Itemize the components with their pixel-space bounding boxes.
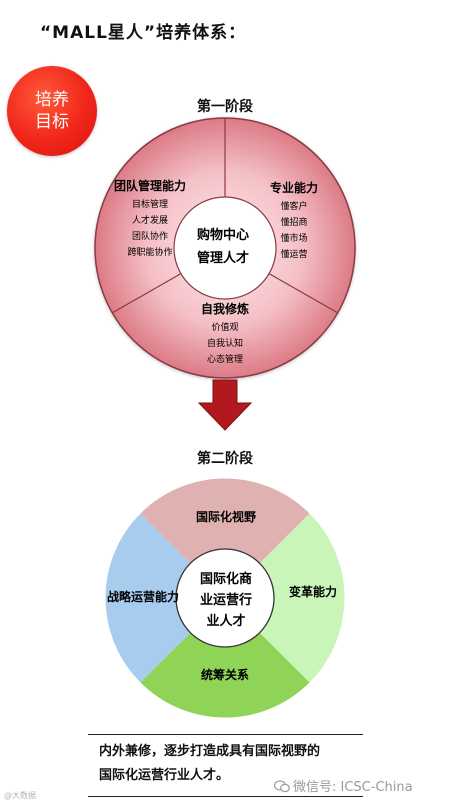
segment-team-item-4: 跨职能协作 [127,246,172,258]
stage-1-center-line-2: 管理人才 [197,250,249,266]
stage-1-wheel: 购物中心 管理人才 团队管理能力 目标管理 人才发展 团队协作 跨职能协作 专业… [94,117,356,379]
quadrant-label-change-ability: 变革能力 [289,584,337,599]
segment-team-item-1: 目标管理 [132,198,168,210]
stage-1-center-circle [173,196,277,300]
segment-professional-title: 专业能力 [270,180,318,195]
goal-badge: 培养 目标 [7,66,97,156]
quadrant-label-international-vision: 国际化视野 [196,509,256,524]
segment-team-item-3: 团队协作 [132,230,168,242]
quadrant-label-strategic-operation: 战略运营能力 [107,589,179,604]
segment-self-item-3: 心态管理 [207,353,243,365]
wechat-watermark: 微信号: ICSC-China [273,776,444,795]
stage-2-label: 第二阶段 [197,451,253,467]
stage-1-label: 第一阶段 [197,99,253,115]
quadrant-international-vision [140,477,310,598]
divider-bottom [88,796,363,797]
segment-self-cultivation-title: 自我修炼 [201,301,249,316]
corner-mark: @大数据 [4,791,36,800]
stage-2-wheel: 国际化商 业运营行 业人才 国际化视野 变革能力 统筹关系 战略运营能力 [104,477,346,719]
segment-self-item-1: 价值观 [211,321,238,333]
segment-professional-item-3: 懂市场 [280,232,307,244]
segment-team-management-title: 团队管理能力 [114,178,186,193]
stage-1-divider-left [111,272,183,314]
quadrant-coordination [140,598,310,719]
stage-2-center-line-2: 业运营行 [200,592,252,608]
segment-self-item-2: 自我认知 [207,337,243,349]
wechat-icon [273,780,290,793]
segment-professional-item-4: 懂运营 [280,248,307,260]
segment-team-item-2: 人才发展 [132,214,168,226]
segment-professional-item-2: 懂招商 [280,216,307,228]
divider-top [88,734,363,735]
stage-2-center-line-1: 国际化商 [200,571,252,587]
stage-2-outline [104,477,346,719]
quadrant-strategic-operation [104,513,225,683]
quadrant-change-ability [225,513,346,683]
stage-1-center-line-1: 购物中心 [197,227,249,243]
segment-professional-item-1: 懂客户 [280,200,307,212]
page-title: “MALL星人”培养体系： [40,23,247,43]
summary-line-1: 内外兼修，逐步打造成具有国际视野的 [99,744,321,759]
badge-line-1: 培养 [35,90,69,110]
stage-1-divider-right [267,272,339,314]
summary-line-2: 国际化运营行业人才。 [99,768,230,783]
stage-2-center-circle [175,548,275,648]
quadrant-label-coordination: 统筹关系 [201,667,249,682]
badge-line-2: 目标 [35,112,69,132]
watermark-text: 微信号: ICSC-China [293,780,413,795]
stage-2-center-line-3: 业人才 [206,613,245,629]
down-arrow-icon [197,379,253,431]
summary-text: 内外兼修，逐步打造成具有国际视野的 国际化运营行业人才。 [99,740,369,788]
